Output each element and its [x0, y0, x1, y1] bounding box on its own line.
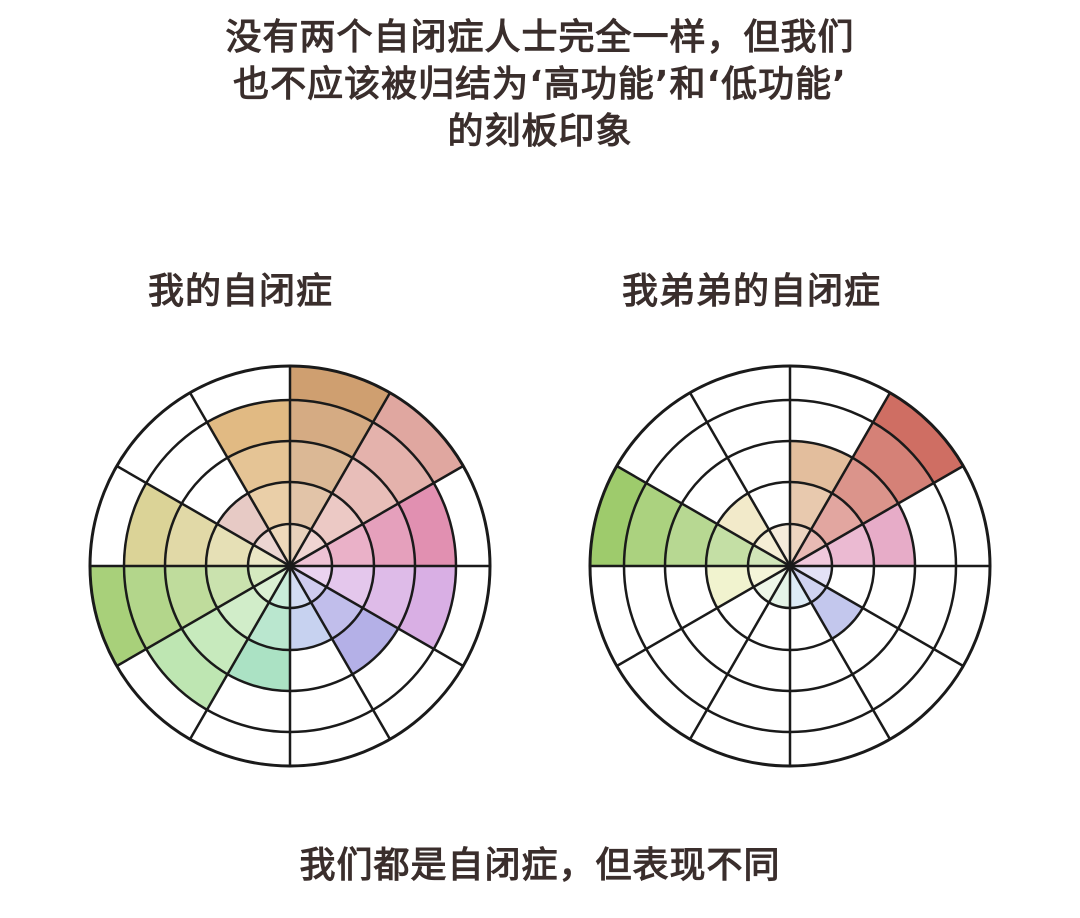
wheel-0-spoke-2	[289, 464, 464, 568]
wheel-0-segment-1-ring-0	[290, 529, 327, 566]
wheel-0-segment-11-ring-3	[207, 400, 290, 458]
wheel-0-segment-4-ring-0	[290, 566, 327, 603]
wheel-0-segment-0-ring-3	[290, 400, 373, 458]
wheel-title-brother: 我弟弟的自闭症	[622, 271, 882, 312]
wheel-1-segment-9-ring-4	[590, 466, 647, 566]
wheel-1-segment-1-ring-1	[811, 493, 863, 545]
headline-line-2: 也不应该被归结为‘高功能’和‘低功能’	[233, 64, 847, 105]
wheel-0-segment-1-ring-2	[332, 457, 399, 524]
wheel-1-spoke-4	[789, 564, 964, 668]
wheel-1-segment-1-ring-2	[832, 457, 899, 524]
wheel-1-spoke-2	[789, 464, 964, 568]
wheel-0-segment-10-ring-1	[217, 493, 269, 545]
wheel-1-segment-1-ring-3	[852, 422, 934, 504]
wheel-0-segment-2-ring-3	[398, 483, 456, 566]
wheel-0-spoke-8	[116, 564, 291, 668]
wheel-0-segment-2-ring-1	[326, 524, 374, 566]
wheel-1-spoke-8	[616, 564, 791, 668]
wheel-0-segment-0-ring-2	[290, 441, 353, 494]
wheel-1-segment-1-ring-0	[790, 529, 827, 566]
wheel-1-spoke-5	[788, 565, 892, 740]
wheel-0-segment-5-ring-1	[290, 602, 332, 650]
wheel-0-spoke-11	[188, 392, 292, 567]
wheel-0-segment-8-ring-1	[206, 566, 254, 608]
wheel-1-segment-4-ring-0	[790, 566, 827, 603]
wheel-1-spoke-11	[688, 392, 792, 567]
wheel-1-segment-1-ring-4	[873, 392, 964, 483]
wheel-0-spoke-1	[288, 392, 392, 567]
wheel-0-spoke-10	[116, 464, 291, 568]
wheel-0-segment-3-ring-1	[326, 566, 374, 608]
wheel-1-segment-2-ring-1	[826, 524, 874, 566]
wheel-0-segment-9-ring-3	[124, 483, 182, 566]
wheel-0-segment-2-ring-2	[362, 503, 415, 566]
wheel-1-segment-10-ring-0	[753, 529, 790, 566]
wheel-1-spoke-7	[688, 565, 792, 740]
wheel-0-segment-1-ring-3	[352, 422, 434, 504]
wheel-1-spoke-10	[616, 464, 791, 568]
wheel-0-segment-7-ring-1	[217, 587, 269, 639]
wheel-title-mine: 我的自闭症	[148, 271, 334, 312]
headline: 没有两个自闭症人士完全一样，但我们 也不应该被归结为‘高功能’和‘低功能’ 的刻…	[0, 14, 1080, 155]
wheel-0-segment-0-ring-4	[290, 366, 390, 423]
wheel-1-segment-0-ring-2	[790, 441, 853, 494]
wheel-0-segment-6-ring-1	[248, 602, 290, 650]
wheel-0-segment-0-ring-1	[290, 482, 332, 530]
spectrum-wheel-brother	[588, 364, 992, 768]
wheel-0-segment-1-ring-4	[373, 392, 464, 483]
wheel-0-segment-6-ring-2	[227, 638, 290, 691]
wheel-0-segment-11-ring-2	[227, 441, 290, 494]
wheel-1-segment-8-ring-1	[706, 566, 754, 608]
wheel-0-segment-8-ring-2	[165, 566, 218, 629]
headline-line-3: 的刻板印象	[447, 111, 633, 152]
wheel-0-segment-3-ring-3	[398, 566, 456, 649]
wheel-0-segment-8-ring-4	[90, 566, 147, 666]
wheel-0-segment-8-ring-3	[124, 566, 182, 649]
wheel-0-spoke-7	[188, 565, 292, 740]
wheel-1-segment-7-ring-0	[753, 566, 790, 603]
wheel-1-center	[787, 563, 793, 569]
wheel-0-segment-1-ring-1	[311, 493, 363, 545]
wheel-1-spoke-1	[788, 392, 892, 567]
wheel-1-segment-9-ring-2	[665, 503, 718, 566]
wheel-0-segment-7-ring-3	[146, 628, 228, 710]
wheel-0-segment-9-ring-2	[165, 503, 218, 566]
headline-line-1: 没有两个自闭症人士完全一样，但我们	[225, 17, 855, 58]
wheel-1-segment-10-ring-1	[717, 493, 769, 545]
wheel-0-segment-10-ring-0	[253, 529, 290, 566]
wheel-0-segment-3-ring-2	[362, 566, 415, 629]
wheel-1-segment-9-ring-3	[624, 483, 682, 566]
wheel-0-spoke-5	[288, 565, 392, 740]
wheel-0-segment-4-ring-1	[311, 587, 363, 639]
wheel-0-spoke-4	[289, 564, 464, 668]
wheel-0-segment-7-ring-0	[253, 566, 290, 603]
wheel-0-segment-4-ring-2	[332, 608, 399, 675]
footer-caption: 我们都是自闭症，但表现不同	[299, 845, 781, 886]
wheel-0-segment-9-ring-1	[206, 524, 254, 566]
wheel-1-segment-2-ring-2	[862, 503, 915, 566]
wheel-1-segment-0-ring-1	[790, 482, 832, 530]
wheel-0-center	[287, 563, 293, 569]
wheel-0-segment-11-ring-1	[248, 482, 290, 530]
wheel-1-segment-4-ring-1	[811, 587, 863, 639]
spectrum-wheel-mine	[88, 364, 492, 768]
wheel-1-segment-9-ring-1	[706, 524, 754, 566]
wheel-0-segment-7-ring-2	[181, 608, 248, 675]
